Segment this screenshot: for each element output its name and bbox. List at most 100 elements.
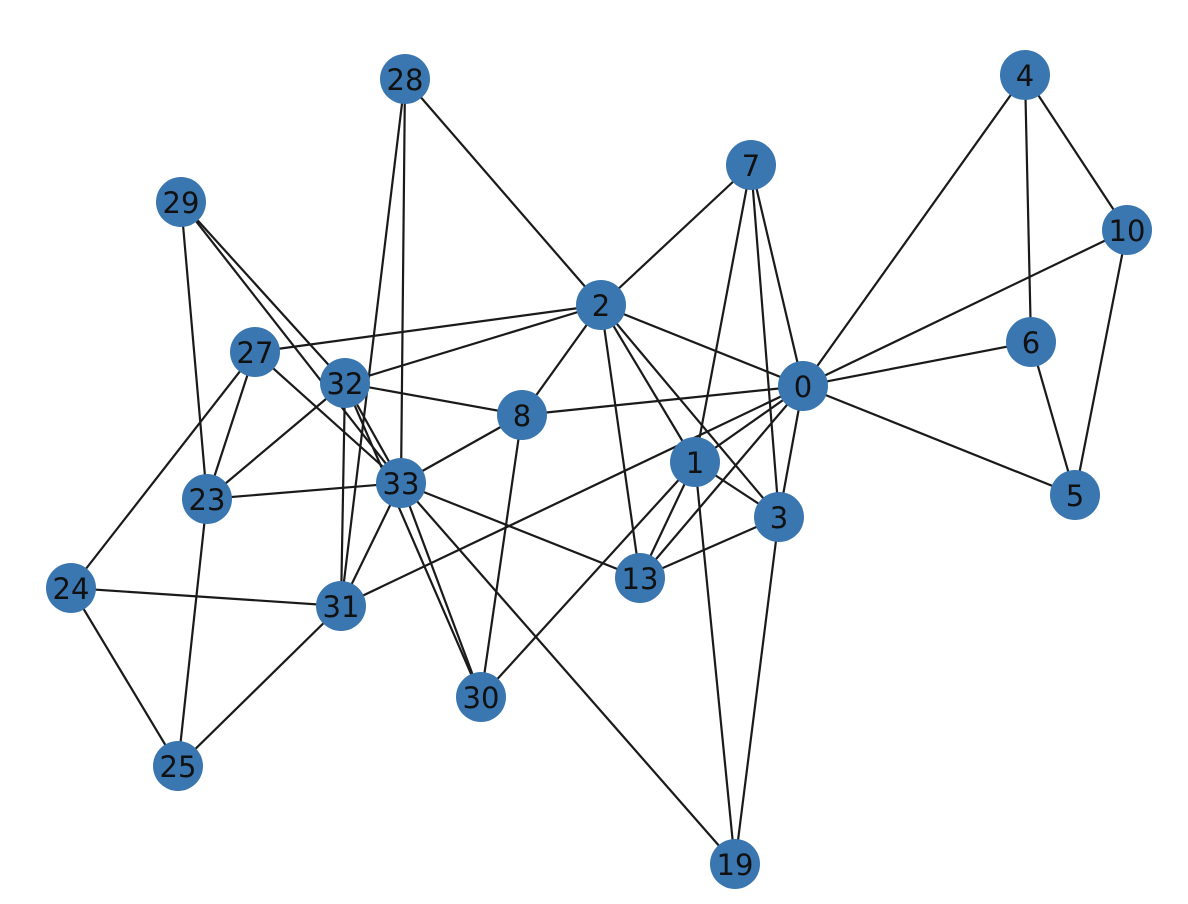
edge-0-2 — [599, 303, 805, 388]
node-label-33: 33 — [383, 467, 420, 501]
node-circle-4 — [1000, 50, 1050, 100]
node-label-19: 19 — [717, 848, 754, 882]
node-label-23: 23 — [189, 483, 226, 517]
node-label-5: 5 — [1066, 479, 1084, 513]
node-circle-13 — [615, 553, 665, 603]
node-13: 13 — [615, 553, 665, 603]
node-label-1: 1 — [686, 446, 704, 480]
edge-23-27 — [205, 350, 257, 501]
edge-2-32 — [343, 303, 603, 385]
edge-1-30 — [479, 460, 697, 699]
edge-0-7 — [749, 163, 805, 388]
edge-1-19 — [693, 460, 737, 866]
edge-0-8 — [520, 384, 805, 417]
node-label-0: 0 — [794, 370, 812, 404]
node-circle-0 — [778, 361, 828, 411]
edge-0-13 — [638, 384, 805, 580]
node-label-4: 4 — [1016, 59, 1034, 93]
edge-0-31 — [339, 384, 805, 608]
edge-1-7 — [693, 163, 753, 464]
edge-3-13 — [638, 515, 781, 580]
node-circle-33 — [376, 458, 426, 508]
node-circle-1 — [670, 437, 720, 487]
edge-23-33 — [205, 481, 403, 501]
edge-4-6 — [1023, 73, 1033, 344]
node-circle-3 — [754, 492, 804, 542]
node-label-2: 2 — [592, 289, 610, 323]
node-24: 24 — [46, 563, 96, 613]
edge-8-30 — [479, 413, 524, 699]
edge-2-13 — [599, 303, 642, 580]
node-label-29: 29 — [163, 186, 200, 220]
edge-25-31 — [176, 604, 343, 768]
node-30: 30 — [456, 672, 506, 722]
node-33: 33 — [376, 458, 426, 508]
edge-2-3 — [599, 303, 781, 519]
node-label-31: 31 — [323, 590, 360, 624]
node-3: 3 — [754, 492, 804, 542]
node-27: 27 — [230, 327, 280, 377]
node-circle-27 — [230, 327, 280, 377]
node-circle-6 — [1006, 317, 1056, 367]
edge-23-25 — [176, 497, 209, 768]
node-23: 23 — [182, 474, 232, 524]
edge-2-27 — [253, 303, 603, 354]
node-circle-30 — [456, 672, 506, 722]
node-label-13: 13 — [622, 562, 659, 596]
edge-24-27 — [69, 350, 257, 590]
node-label-24: 24 — [53, 572, 90, 606]
node-2: 2 — [576, 280, 626, 330]
node-label-27: 27 — [237, 336, 274, 370]
node-circle-29 — [156, 177, 206, 227]
node-29: 29 — [156, 177, 206, 227]
edge-13-33 — [399, 481, 642, 580]
edge-24-31 — [69, 586, 343, 608]
node-6: 6 — [1006, 317, 1056, 367]
edge-31-32 — [339, 381, 347, 608]
node-circle-19 — [710, 839, 760, 889]
node-label-7: 7 — [742, 149, 760, 183]
edge-30-32 — [343, 381, 483, 699]
node-label-8: 8 — [513, 399, 531, 433]
edge-0-6 — [801, 340, 1033, 388]
node-circle-28 — [380, 54, 430, 104]
node-circle-32 — [320, 358, 370, 408]
node-7: 7 — [726, 140, 776, 190]
node-circle-7 — [726, 140, 776, 190]
node-31: 31 — [316, 581, 366, 631]
edge-5-6 — [1029, 340, 1077, 497]
edge-29-32 — [179, 200, 347, 385]
edge-4-10 — [1023, 73, 1129, 232]
edge-23-32 — [205, 381, 347, 501]
edge-3-7 — [749, 163, 781, 519]
node-label-10: 10 — [1109, 214, 1146, 248]
edge-8-32 — [343, 381, 524, 417]
node-circle-31 — [316, 581, 366, 631]
edge-2-7 — [599, 163, 753, 307]
edge-2-28 — [403, 77, 603, 307]
node-circle-23 — [182, 474, 232, 524]
edge-1-2 — [599, 303, 697, 464]
node-circle-2 — [576, 280, 626, 330]
node-label-3: 3 — [770, 501, 788, 535]
edge-29-33 — [179, 200, 403, 485]
edge-28-33 — [399, 77, 407, 485]
node-circle-5 — [1050, 470, 1100, 520]
node-1: 1 — [670, 437, 720, 487]
edge-5-10 — [1073, 228, 1129, 497]
edge-27-33 — [253, 350, 403, 485]
edge-30-33 — [399, 481, 483, 699]
node-0: 0 — [778, 361, 828, 411]
node-label-25: 25 — [160, 750, 197, 784]
edge-0-5 — [801, 384, 1077, 497]
node-28: 28 — [380, 54, 430, 104]
node-19: 19 — [710, 839, 760, 889]
node-32: 32 — [320, 358, 370, 408]
edge-19-33 — [399, 481, 737, 866]
node-circle-10 — [1102, 205, 1152, 255]
node-5: 5 — [1050, 470, 1100, 520]
edge-0-10 — [801, 228, 1129, 388]
node-circle-25 — [153, 741, 203, 791]
node-label-6: 6 — [1022, 326, 1040, 360]
